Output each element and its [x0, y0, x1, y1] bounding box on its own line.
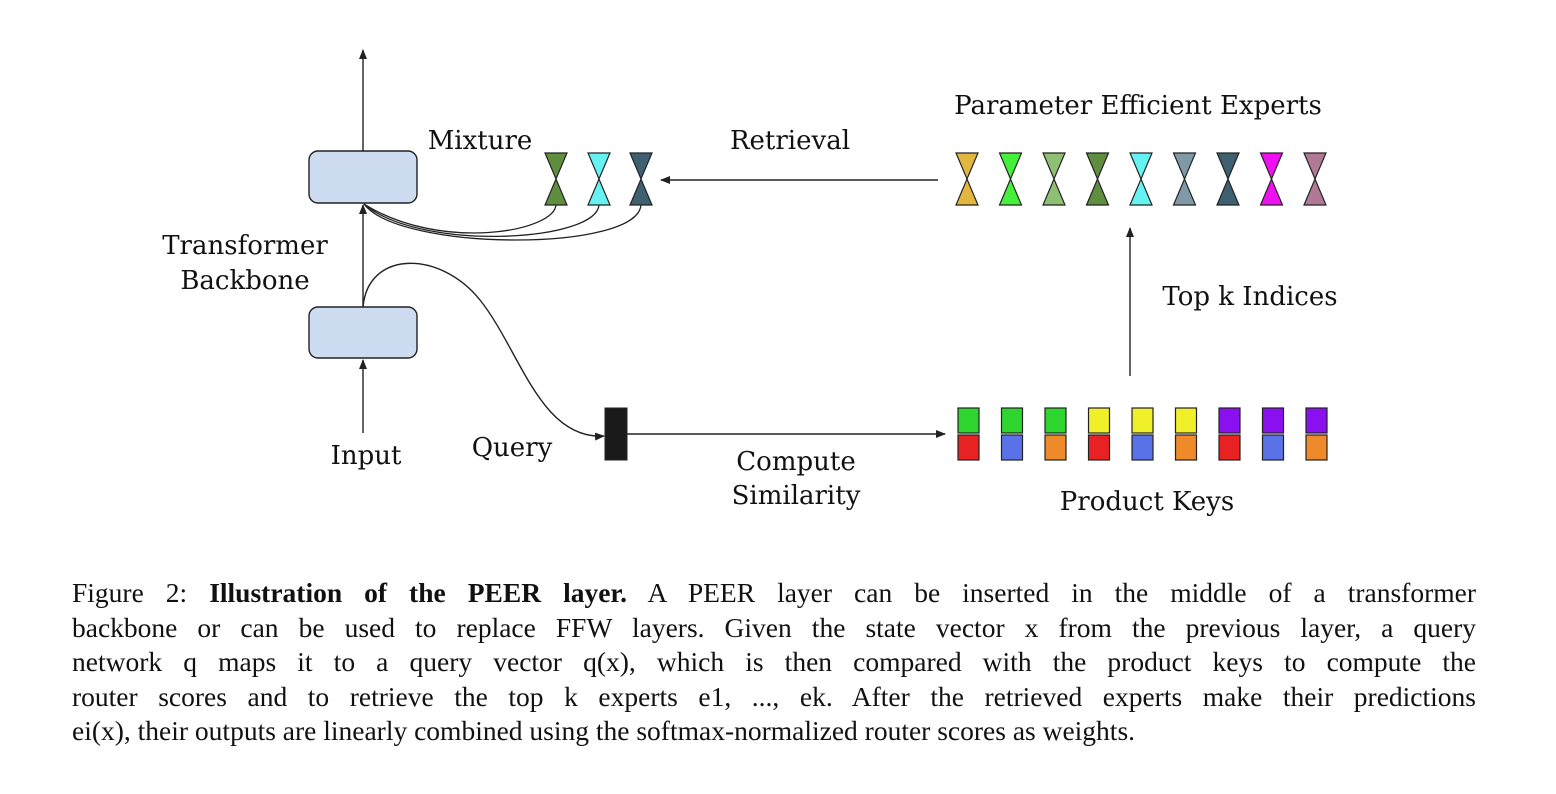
product-keys — [957, 407, 1328, 461]
product-key-top-9 — [1305, 407, 1328, 434]
product-key-top-3 — [1044, 407, 1067, 434]
caption-title: Illustration of the PEER layer. — [209, 577, 627, 608]
expert-3 — [1042, 152, 1066, 206]
product-key-bottom-6 — [1174, 434, 1198, 461]
input-label: Input — [331, 441, 402, 471]
caption-figure-number: Figure 2: — [72, 577, 210, 608]
top-k-indices-label: Top k Indices — [1162, 282, 1337, 312]
expert-3-top — [1042, 152, 1066, 181]
mixture-expert-1-top — [544, 152, 568, 181]
expert-9-bottom — [1303, 177, 1327, 206]
product-key-bottom-7 — [1218, 434, 1241, 461]
expert-7-bottom — [1216, 177, 1240, 206]
product-key-top-8 — [1261, 407, 1285, 434]
peer-layer-diagram: Transformer Backbone Input Query Mixture… — [162, 49, 1338, 517]
transformer-backbone-label-line2: Backbone — [180, 266, 309, 296]
expert-6-top — [1172, 152, 1197, 181]
expert-2-top — [998, 152, 1023, 181]
transformer-backbone-label-line1: Transformer — [162, 231, 328, 261]
product-key-bottom-3 — [1044, 434, 1067, 461]
expert-8-bottom — [1259, 177, 1284, 206]
product-key-bottom-9 — [1305, 434, 1328, 461]
expert-1-top — [955, 152, 979, 181]
caption-line-2: backbone or can be used to replace FFW l… — [72, 611, 1476, 643]
expert-6 — [1172, 152, 1197, 206]
mixture-curves — [363, 203, 642, 241]
expert-2 — [998, 152, 1023, 206]
query-label: Query — [472, 433, 553, 463]
product-key-top-1 — [957, 407, 980, 434]
mixture-expert-1 — [544, 152, 568, 206]
expert-5 — [1129, 152, 1153, 206]
parameter-efficient-experts — [955, 152, 1327, 206]
mixture-expert-3-bottom — [629, 177, 653, 206]
product-key-bottom-4 — [1087, 434, 1111, 461]
product-key-top-6 — [1174, 407, 1198, 434]
product-key-top-4 — [1087, 407, 1111, 434]
parameter-efficient-experts-label: Parameter Efficient Experts — [954, 91, 1322, 121]
caption-line-4: router scores and to retrieve the top k … — [72, 680, 1476, 712]
caption-line-5: ei(x), their outputs are linearly combin… — [72, 715, 1136, 746]
transformer-block-upper — [308, 150, 418, 204]
product-key-bottom-5 — [1131, 434, 1154, 461]
query-curve — [362, 262, 605, 441]
expert-4-bottom — [1085, 177, 1110, 206]
mixture-expert-2 — [587, 152, 611, 206]
expert-5-top — [1129, 152, 1153, 181]
expert-7 — [1216, 152, 1240, 206]
expert-3-bottom — [1042, 177, 1066, 206]
caption-line-1-rest: A PEER layer can be inserted in the midd… — [647, 577, 1476, 608]
query-vector — [604, 407, 628, 461]
transformer-block-lower — [308, 306, 418, 359]
caption-line-3: network q maps it to a query vector q(x)… — [72, 646, 1476, 677]
expert-2-bottom — [998, 177, 1023, 206]
mixture-expert-2-top — [587, 152, 611, 181]
mixture-expert-2-bottom — [587, 177, 611, 206]
retrieval-label: Retrieval — [730, 126, 850, 156]
mixture-expert-3-top — [629, 152, 653, 181]
product-key-top-7 — [1218, 407, 1241, 434]
product-key-top-2 — [1000, 407, 1024, 434]
expert-9-top — [1303, 152, 1327, 181]
expert-8-top — [1259, 152, 1284, 181]
mixture-label: Mixture — [428, 126, 533, 156]
product-key-bottom-8 — [1261, 434, 1285, 461]
compute-similarity-label-line1: Compute — [736, 447, 855, 477]
figure-caption: Figure 2: Illustration of the PEER layer… — [72, 576, 1476, 749]
caption-line-1: Figure 2: Illustration of the PEER layer… — [72, 576, 1476, 611]
expert-9 — [1303, 152, 1327, 206]
expert-4-top — [1085, 152, 1110, 181]
expert-6-bottom — [1172, 177, 1197, 206]
expert-5-bottom — [1129, 177, 1153, 206]
mixture-expert-1-bottom — [544, 177, 568, 206]
product-key-top-5 — [1131, 407, 1154, 434]
mixture-experts — [544, 152, 653, 206]
expert-8 — [1259, 152, 1284, 206]
expert-7-top — [1216, 152, 1240, 181]
expert-1-bottom — [955, 177, 979, 206]
compute-similarity-label-line2: Similarity — [732, 481, 861, 511]
expert-1 — [955, 152, 979, 206]
product-key-bottom-2 — [1000, 434, 1024, 461]
mixture-expert-3 — [629, 152, 653, 206]
expert-4 — [1085, 152, 1110, 206]
product-key-bottom-1 — [957, 434, 980, 461]
product-keys-label: Product Keys — [1060, 487, 1234, 517]
